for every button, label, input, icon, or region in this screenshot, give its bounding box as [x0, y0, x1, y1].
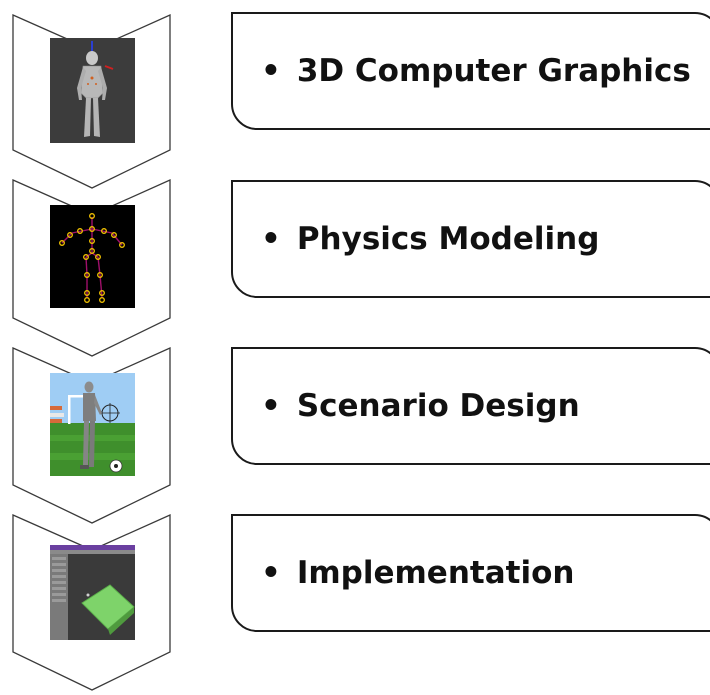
- step-1-box: 3D Computer Graphics: [231, 12, 710, 130]
- skeleton-joints-thumbnail: [50, 205, 135, 308]
- step-1-label: 3D Computer Graphics: [233, 53, 691, 89]
- step-4-label: Implementation: [233, 555, 575, 591]
- step-2-label: Physics Modeling: [233, 221, 600, 257]
- 3d-character-model-thumbnail: [50, 38, 135, 143]
- step-4-box: Implementation: [231, 514, 710, 632]
- soccer-scenario-thumbnail: [50, 373, 135, 476]
- editor-software-thumbnail: [50, 545, 135, 640]
- step-3-box: Scenario Design: [231, 347, 710, 465]
- step-2-box: Physics Modeling: [231, 180, 710, 298]
- step-3-label: Scenario Design: [233, 388, 580, 424]
